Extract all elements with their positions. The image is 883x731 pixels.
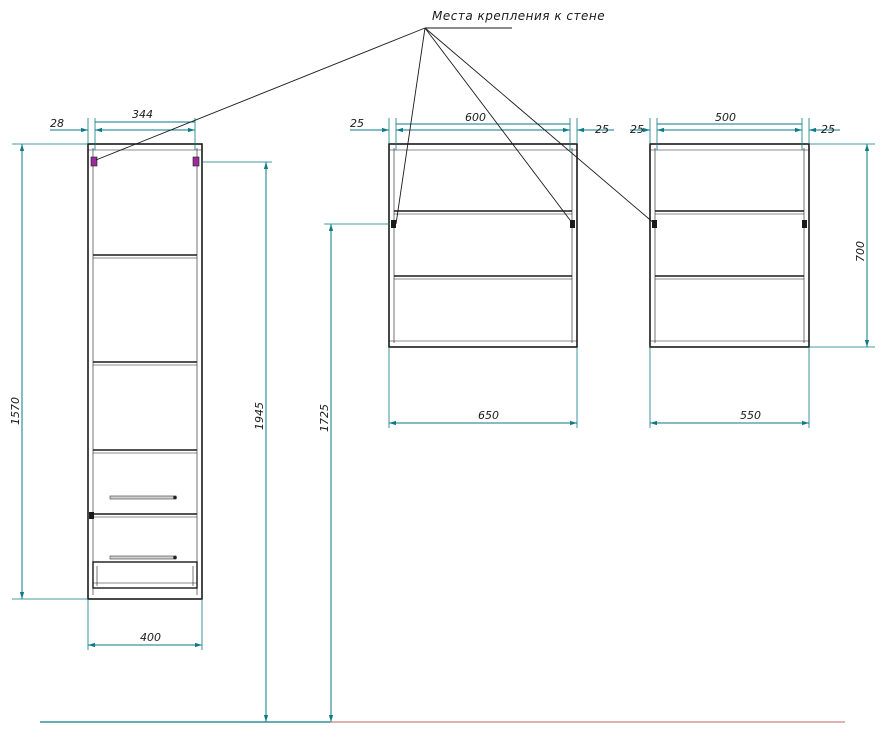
- tall-bottom-drawer: [92, 561, 198, 589]
- wall500-width-label: 550: [740, 409, 761, 422]
- mount-point-icon: [192, 156, 200, 167]
- tall-width-label: 400: [140, 631, 161, 644]
- mount-point-icon: [90, 156, 98, 167]
- wall500-height-label: 700: [854, 241, 867, 262]
- wall500-left-offset-label: 25: [630, 123, 644, 136]
- basket-rail-icon: [109, 495, 177, 500]
- mounting-callout: Места крепления к стене: [95, 9, 656, 225]
- wall600-mount-height-label: 1725: [318, 404, 331, 432]
- wall600-left-offset-label: 25: [350, 117, 364, 130]
- tall-cabinet: [87, 143, 203, 600]
- tall-cabinet-dimensions: 28 344 400 1570 1945: [9, 108, 272, 723]
- wall-cabinet-500-dimensions: 25 500 25 550 700: [630, 111, 875, 428]
- wall-cabinet-600-dimensions: 25 600 25 650 1725: [318, 111, 614, 722]
- hinge-icon: [89, 512, 94, 519]
- tall-height-label: 1570: [9, 397, 22, 425]
- tall-side-offset-label: 28: [50, 117, 64, 130]
- mount-point-icon: [391, 220, 396, 228]
- wall-cabinet-600-body: [388, 143, 578, 348]
- wall-cabinet-500-body: [649, 143, 810, 348]
- wall500-inner-width-label: 500: [715, 111, 736, 124]
- wall600-width-label: 650: [478, 409, 499, 422]
- wall600-inner-width-label: 600: [465, 111, 486, 124]
- tall-inner-width-label: 344: [132, 108, 153, 121]
- wall-cabinet-600: [388, 143, 578, 348]
- tall-cabinet-body: [87, 143, 203, 600]
- mounting-callout-text: Места крепления к стене: [432, 9, 605, 23]
- wall600-right-offset-label: 25: [595, 123, 609, 136]
- mount-point-icon: [802, 220, 807, 228]
- wall-cabinet-500: [649, 143, 810, 348]
- tall-mount-height-label: 1945: [253, 402, 266, 430]
- wall500-right-offset-label: 25: [821, 123, 835, 136]
- basket-rail-icon: [109, 555, 177, 560]
